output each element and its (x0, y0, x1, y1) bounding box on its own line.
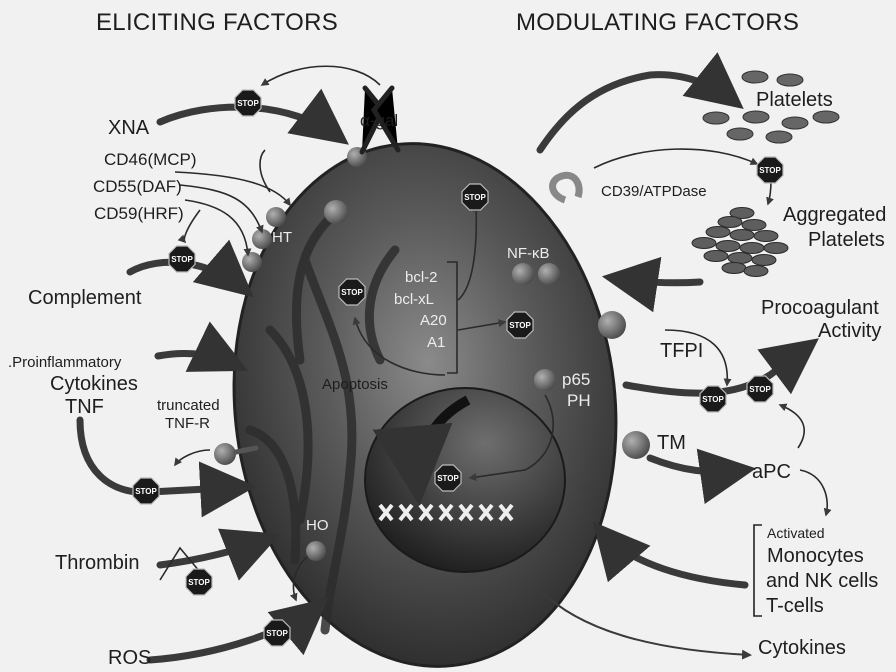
svg-text:STOP: STOP (135, 487, 157, 496)
label-xna: XNA (108, 118, 149, 139)
svg-text:STOP: STOP (509, 321, 531, 330)
arrow-aggregated-back (613, 278, 700, 283)
label-a20: A20 (420, 313, 447, 329)
label-alpha-gal: α-gal (360, 112, 398, 130)
label-truncated: truncated (157, 398, 220, 414)
label-ros: ROS (108, 648, 151, 669)
label-cd59: CD59(HRF) (94, 205, 184, 223)
svg-text:STOP: STOP (171, 255, 193, 264)
aggregated-platelets (692, 208, 788, 277)
activated-bracket (754, 525, 762, 616)
stop-sign: STOP (700, 386, 726, 412)
label-procoagulant: Procoagulant (761, 298, 879, 319)
stop-sign: STOP (169, 246, 195, 272)
stop-sign: STOP (462, 184, 488, 210)
label-ht: HT (272, 230, 292, 246)
label-aggregated: Aggregated (783, 205, 886, 226)
nucleus (365, 388, 565, 572)
label-bclxl: bcl-xL (394, 292, 434, 308)
stop-sign: STOP (435, 465, 461, 491)
stop-sign: STOP (339, 279, 365, 305)
label-t-cells: T-cells (766, 596, 824, 617)
svg-text:STOP: STOP (237, 99, 259, 108)
arrow-activated-in (600, 530, 745, 585)
label-cytokines-right: Cytokines (758, 638, 846, 659)
stop-sign: STOP (235, 90, 261, 116)
svg-text:STOP: STOP (759, 166, 781, 175)
stop-sign: STOP (133, 478, 159, 504)
label-apoptosis: Apoptosis (322, 377, 388, 393)
stop-sign: STOP (747, 376, 773, 402)
stop-sign: STOP (507, 312, 533, 338)
heading-eliciting-factors: ELICITING FACTORS (96, 10, 338, 35)
label-nfkb: NF-κB (507, 246, 550, 262)
label-tnf-r: TNF-R (165, 416, 210, 432)
cd39-ring (553, 175, 580, 200)
label-activated: Activated (767, 526, 825, 541)
label-nk-cells: and NK cells (766, 571, 878, 592)
label-aggregated-platelets: Platelets (808, 230, 885, 251)
svg-text:STOP: STOP (749, 385, 771, 394)
label-p65: p65 (562, 371, 590, 389)
label-cd46: CD46(MCP) (104, 151, 197, 169)
label-tm: TM (657, 433, 686, 454)
label-bcl2: bcl-2 (405, 270, 438, 286)
stop-sign: STOP (264, 620, 290, 646)
label-cd55: CD55(DAF) (93, 178, 182, 196)
label-complement: Complement (28, 288, 141, 309)
stop-sign: STOP (186, 569, 212, 595)
svg-text:STOP: STOP (464, 193, 486, 202)
svg-text:STOP: STOP (437, 474, 459, 483)
svg-text:STOP: STOP (188, 578, 210, 587)
arrow-platelets (540, 75, 735, 150)
label-ho: HO (306, 518, 329, 534)
label-a1: A1 (427, 335, 445, 351)
label-proinflammatory: .Proinflammatory (8, 355, 121, 371)
label-monocytes: Monocytes (767, 546, 864, 567)
label-ph: PH (567, 392, 591, 410)
svg-text:STOP: STOP (702, 395, 724, 404)
arrow-tm (650, 458, 745, 472)
label-tnf: TNF (65, 397, 104, 418)
label-cd39: CD39/ATPDase (601, 184, 707, 200)
label-thrombin: Thrombin (55, 553, 139, 574)
arrow-ros (150, 605, 320, 660)
stop-sign: STOP (757, 157, 783, 183)
label-activity: Activity (818, 321, 881, 342)
label-platelets: Platelets (756, 90, 833, 111)
arrow-cytokines (158, 353, 238, 366)
arrow-thrombin (160, 538, 270, 565)
svg-text:STOP: STOP (341, 288, 363, 297)
svg-text:STOP: STOP (266, 629, 288, 638)
label-cytokines-left: Cytokines (50, 374, 138, 395)
heading-modulating-factors: MODULATING FACTORS (516, 10, 799, 35)
arrow-cytokines-out (540, 590, 750, 655)
label-apc: aPC (752, 462, 791, 483)
label-tfpi: TFPI (660, 341, 703, 362)
